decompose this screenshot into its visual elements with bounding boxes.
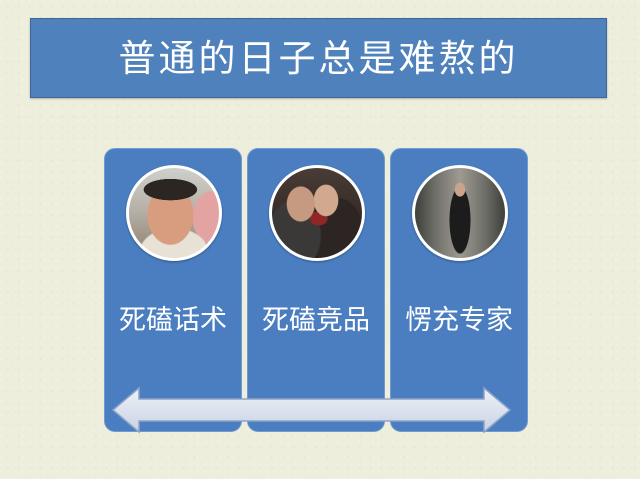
panel-3-photo [412,165,508,261]
panel-1-photo [126,165,222,261]
panel-3-label: 愣充专家 [405,305,513,336]
title-bar: 普通的日子总是难熬的 [30,18,607,98]
panel-2-label: 死磕竞品 [262,305,370,336]
panel-2-photo [269,165,365,261]
panel-1: 死磕话术 [104,148,242,432]
panel-1-label: 死磕话术 [119,305,227,336]
panel-2: 死磕竞品 [247,148,385,432]
panel-3: 愣充专家 [390,148,528,432]
slide-title: 普通的日子总是难熬的 [118,36,519,80]
